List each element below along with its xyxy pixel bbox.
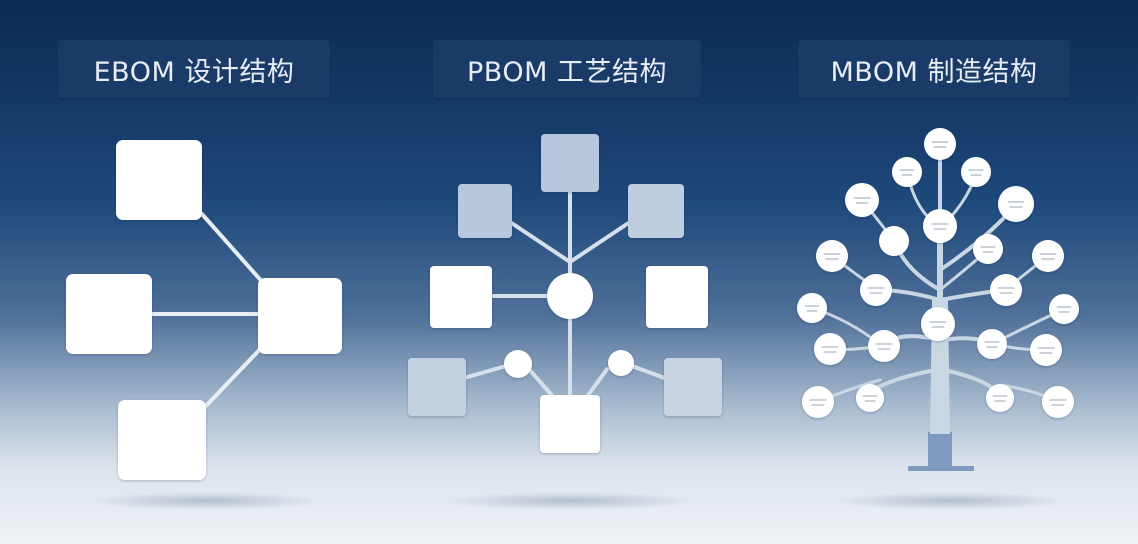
mbom-tree-base — [908, 466, 974, 471]
mbom-shadow — [830, 492, 1070, 510]
pbom-title: PBOM 工艺结构 — [433, 40, 701, 98]
ebom-node — [118, 400, 206, 480]
ebom-shadow — [85, 492, 325, 510]
mbom-node — [802, 386, 834, 418]
mbom-node — [1049, 294, 1079, 324]
mbom-node — [1042, 386, 1074, 418]
pbom-shadow — [440, 492, 700, 510]
mbom-node — [797, 293, 827, 323]
pbom-node — [664, 358, 722, 416]
mbom-tree-pot — [928, 432, 952, 468]
pbom-hub-node — [547, 273, 593, 319]
ebom-diagram — [66, 140, 342, 480]
pbom-diagram — [408, 134, 722, 453]
mbom-node-scribbles — [804, 141, 1072, 406]
mbom-node — [1032, 240, 1064, 272]
pbom-node — [430, 266, 492, 328]
mbom-node — [860, 274, 892, 306]
mbom-node — [977, 329, 1007, 359]
pbom-connector — [508, 220, 572, 264]
mbom-node — [868, 330, 900, 362]
mbom-node — [986, 384, 1014, 412]
pbom-connector — [584, 366, 610, 400]
pbom-node — [541, 134, 599, 192]
mbom-node — [856, 384, 884, 412]
mbom-node — [961, 157, 991, 187]
mbom-node — [845, 183, 879, 217]
ebom-connector — [202, 342, 267, 410]
pbom-node — [408, 358, 466, 416]
mbom-node — [973, 234, 1003, 264]
ebom-node — [66, 274, 152, 354]
mbom-node — [990, 274, 1022, 306]
pbom-joint-node — [608, 350, 634, 376]
mbom-title: MBOM 制造结构 — [798, 40, 1070, 98]
mbom-node — [923, 209, 957, 243]
mbom-diagram — [797, 128, 1079, 471]
ebom-hub-node — [258, 278, 342, 354]
pbom-connector — [631, 364, 671, 382]
mbom-node — [879, 226, 909, 256]
mbom-node — [816, 240, 848, 272]
mbom-node — [892, 157, 922, 187]
mbom-node — [1030, 334, 1062, 366]
pbom-connector — [568, 220, 632, 264]
ebom-connector — [199, 211, 267, 287]
ebom-node — [116, 140, 202, 220]
mbom-node — [814, 333, 846, 365]
pbom-joint-node — [504, 350, 532, 378]
pbom-node — [628, 184, 684, 238]
pbom-connector — [526, 366, 558, 402]
mbom-node — [921, 307, 955, 341]
mbom-node — [924, 128, 956, 160]
pbom-node — [646, 266, 708, 328]
ebom-title: EBOM 设计结构 — [58, 40, 330, 98]
mbom-node — [998, 186, 1034, 222]
pbom-node — [458, 184, 512, 238]
pbom-connector — [463, 364, 507, 380]
pbom-node — [540, 395, 600, 453]
